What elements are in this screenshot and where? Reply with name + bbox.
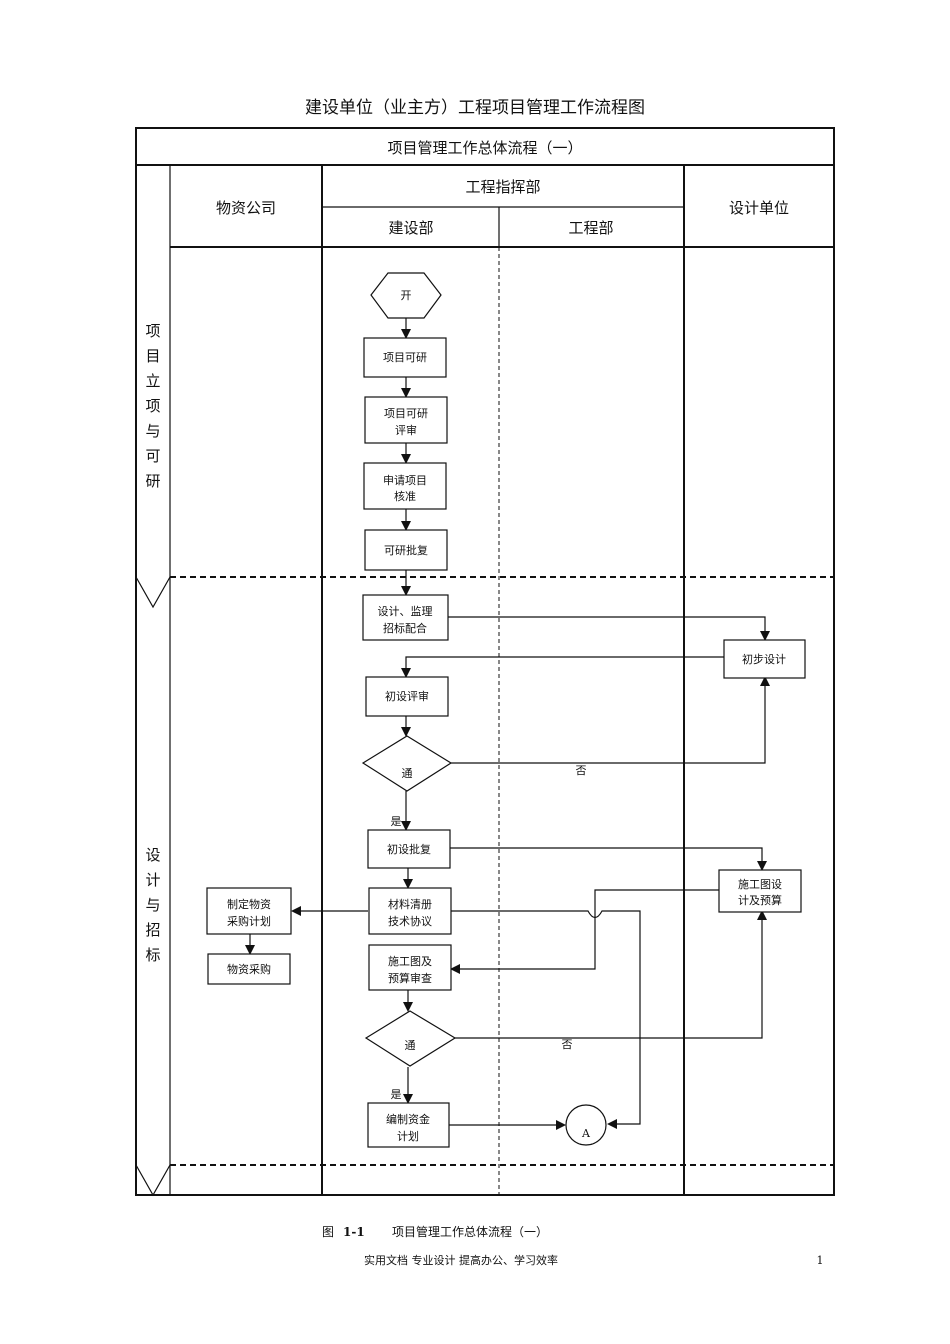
- svg-text:初设批复: 初设批复: [387, 842, 431, 856]
- svg-text:计划: 计划: [397, 1130, 419, 1143]
- svg-text:核准: 核准: [394, 489, 416, 503]
- svg-text:编制资金: 编制资金: [386, 1112, 430, 1126]
- svg-text:项目可研: 项目可研: [384, 407, 428, 420]
- node-start[interactable]: 开: [370, 272, 442, 319]
- svg-text:开: 开: [401, 289, 412, 302]
- edge-label-yes-2: 是: [391, 1088, 402, 1101]
- svg-text:施工图及: 施工图及: [388, 955, 432, 968]
- edge-label-yes-1: 是: [391, 815, 402, 828]
- svg-text:通: 通: [405, 1039, 416, 1052]
- node-decision-2[interactable]: 通: [364, 1010, 457, 1067]
- node-material-plan[interactable]: 制定物资 采购计划: [206, 887, 292, 935]
- svg-text:1-1: 1-1: [343, 1225, 365, 1239]
- svg-text:项: 项: [145, 397, 160, 415]
- table-frame: [135, 127, 835, 1196]
- page-title: 建设单位（业主方）工程项目管理工作流程图: [305, 98, 645, 118]
- svg-text:初设评审: 初设评审: [385, 689, 429, 703]
- node-fund-plan[interactable]: 编制资金 计划: [367, 1102, 450, 1148]
- svg-text:材料清册: 材料清册: [388, 897, 432, 911]
- svg-text:计及预算: 计及预算: [738, 893, 782, 907]
- svg-text:计: 计: [145, 871, 160, 889]
- svg-text:预算审查: 预算审查: [388, 971, 432, 985]
- svg-text:标: 标: [145, 946, 160, 964]
- svg-text:通: 通: [402, 767, 413, 780]
- svg-text:物资采购: 物资采购: [227, 962, 271, 976]
- column-header-gongchengbu: 工程部: [568, 219, 613, 237]
- node-material-list[interactable]: 材料清册 技术协议: [368, 887, 452, 935]
- edges: [245, 318, 770, 1130]
- svg-text:施工图设: 施工图设: [738, 878, 782, 891]
- svg-text:评审: 评审: [395, 423, 417, 437]
- svg-text:项: 项: [145, 322, 160, 340]
- node-prelim-design[interactable]: 初步设计: [723, 639, 806, 679]
- svg-text:招标配合: 招标配合: [383, 621, 427, 635]
- svg-text:设计、监理: 设计、监理: [378, 605, 433, 618]
- svg-text:研: 研: [145, 472, 160, 490]
- svg-text:与: 与: [145, 896, 160, 914]
- svg-text:可: 可: [145, 447, 160, 465]
- node-constr-review[interactable]: 施工图及 预算审查: [368, 944, 452, 991]
- edge-label-no-1: 否: [576, 764, 587, 777]
- node-kexing[interactable]: 项目可研: [363, 337, 447, 378]
- svg-text:制定物资: 制定物资: [227, 897, 271, 911]
- column-header-zhihuibu: 工程指挥部: [465, 178, 540, 196]
- node-constr-design[interactable]: 施工图设 计及预算: [718, 869, 802, 913]
- column-header-sheji: 设计单位: [729, 199, 789, 217]
- svg-text:A: A: [581, 1127, 591, 1140]
- svg-text:可研批复: 可研批复: [384, 543, 428, 557]
- edge-label-no-2: 否: [562, 1038, 573, 1051]
- svg-text:技术协议: 技术协议: [388, 914, 432, 928]
- node-material-purchase[interactable]: 物资采购: [207, 953, 291, 985]
- svg-text:与: 与: [145, 422, 160, 440]
- svg-text:初步设计: 初步设计: [742, 652, 786, 666]
- column-header-wuzi: 物资公司: [216, 199, 276, 217]
- svg-text:设: 设: [145, 846, 160, 864]
- svg-text:目: 目: [145, 347, 160, 365]
- phase-label-lixiang: 项 目 立 项 与 可 研: [145, 322, 160, 490]
- node-prelim-reply[interactable]: 初设批复: [367, 829, 451, 869]
- table-header: 项目管理工作总体流程（一）: [387, 139, 582, 157]
- node-kexing-review[interactable]: 项目可研 评审: [364, 396, 448, 444]
- node-kexing-reply[interactable]: 可研批复: [364, 529, 448, 571]
- svg-text:招: 招: [145, 921, 160, 939]
- node-apply-approve[interactable]: 申请项目 核准: [363, 462, 447, 510]
- figure-caption: 图 1-1 项目管理工作总体流程（一）: [322, 1224, 548, 1239]
- node-connector-a[interactable]: A: [565, 1104, 607, 1146]
- page-number: 1: [817, 1254, 824, 1267]
- svg-text:项目可研: 项目可研: [383, 351, 427, 364]
- svg-text:申请项目: 申请项目: [383, 474, 427, 487]
- column-header-jianshebu: 建设部: [388, 219, 433, 237]
- node-design-tender[interactable]: 设计、监理 招标配合: [362, 594, 449, 641]
- node-decision-1[interactable]: 通: [361, 735, 453, 792]
- node-prelim-review[interactable]: 初设评审: [365, 676, 449, 717]
- svg-text:项目管理工作总体流程（一）: 项目管理工作总体流程（一）: [392, 1224, 548, 1239]
- svg-text:立: 立: [145, 372, 160, 390]
- footer-text: 实用文档 专业设计 提高办公、学习效率: [364, 1253, 558, 1267]
- phase-label-sheji: 设 计 与 招 标: [145, 846, 160, 964]
- svg-text:图: 图: [322, 1225, 334, 1239]
- svg-text:采购计划: 采购计划: [227, 914, 271, 928]
